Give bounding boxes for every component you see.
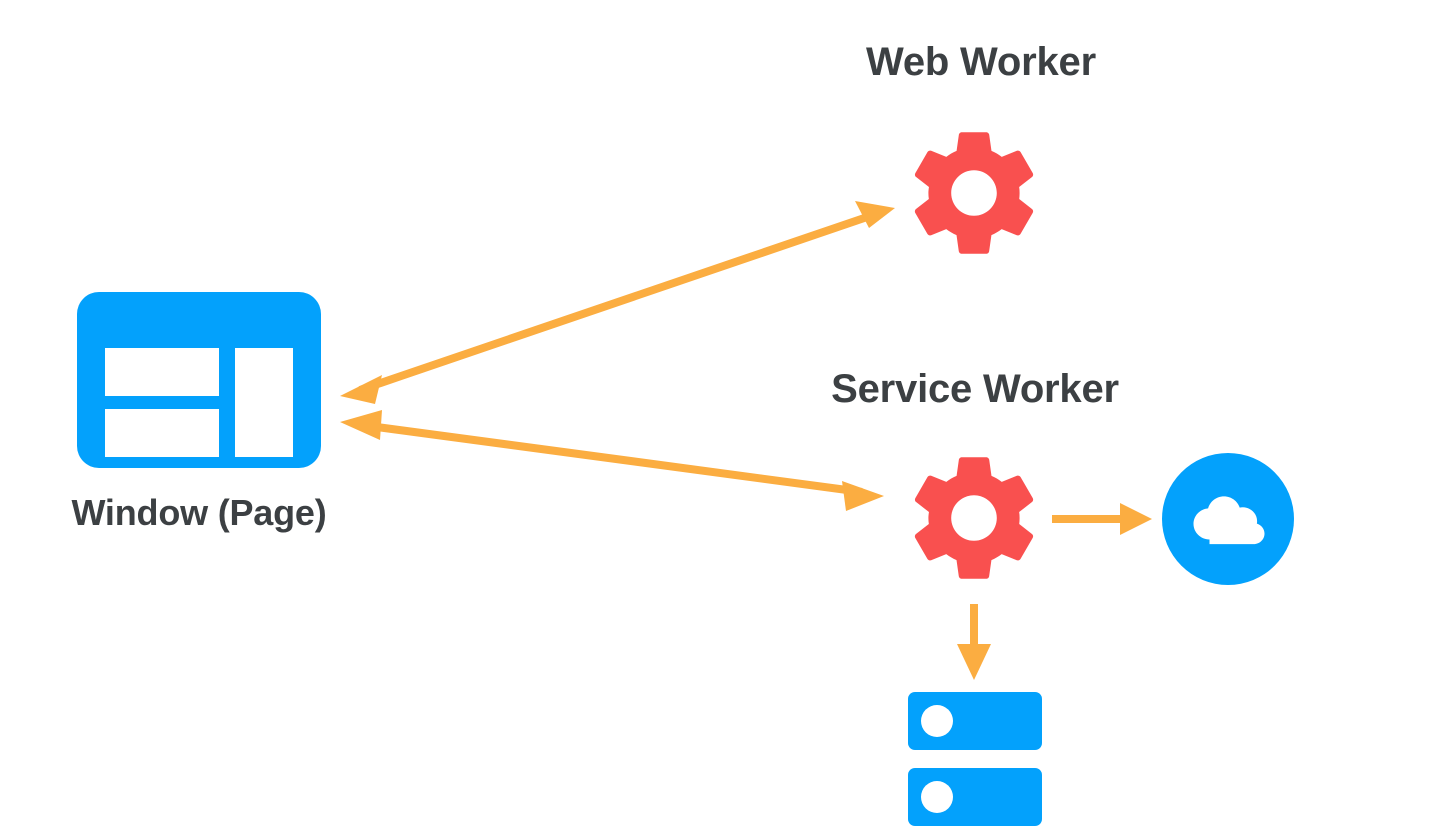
arrowhead-to-window-from-service-worker xyxy=(340,410,382,440)
arrowhead-to-storage xyxy=(957,644,991,680)
arrowhead-to-network xyxy=(1120,503,1152,535)
gear-icon xyxy=(914,132,1034,254)
edge-window-service-worker xyxy=(340,410,884,511)
cloud-icon xyxy=(1162,453,1294,585)
label-service-worker: Service Worker xyxy=(831,367,1119,411)
label-window-page: Window (Page) xyxy=(71,492,327,533)
arrowhead-to-window-from-web-worker xyxy=(340,375,382,404)
arrowhead-to-service-worker xyxy=(842,481,884,511)
node-storage[interactable] xyxy=(908,692,1042,826)
node-window-page[interactable] xyxy=(77,292,321,468)
database-storage-icon xyxy=(908,692,1042,826)
label-web-worker: Web Worker xyxy=(866,40,1096,84)
browser-window-icon xyxy=(77,292,321,468)
gear-icon xyxy=(914,457,1034,579)
edge-service-worker-storage xyxy=(957,604,991,680)
node-network-cloud[interactable] xyxy=(1162,453,1294,585)
node-service-worker[interactable] xyxy=(898,437,1050,599)
node-web-worker[interactable] xyxy=(898,112,1050,274)
arrowhead-to-web-worker xyxy=(855,201,895,228)
edge-service-worker-network xyxy=(1052,503,1152,535)
